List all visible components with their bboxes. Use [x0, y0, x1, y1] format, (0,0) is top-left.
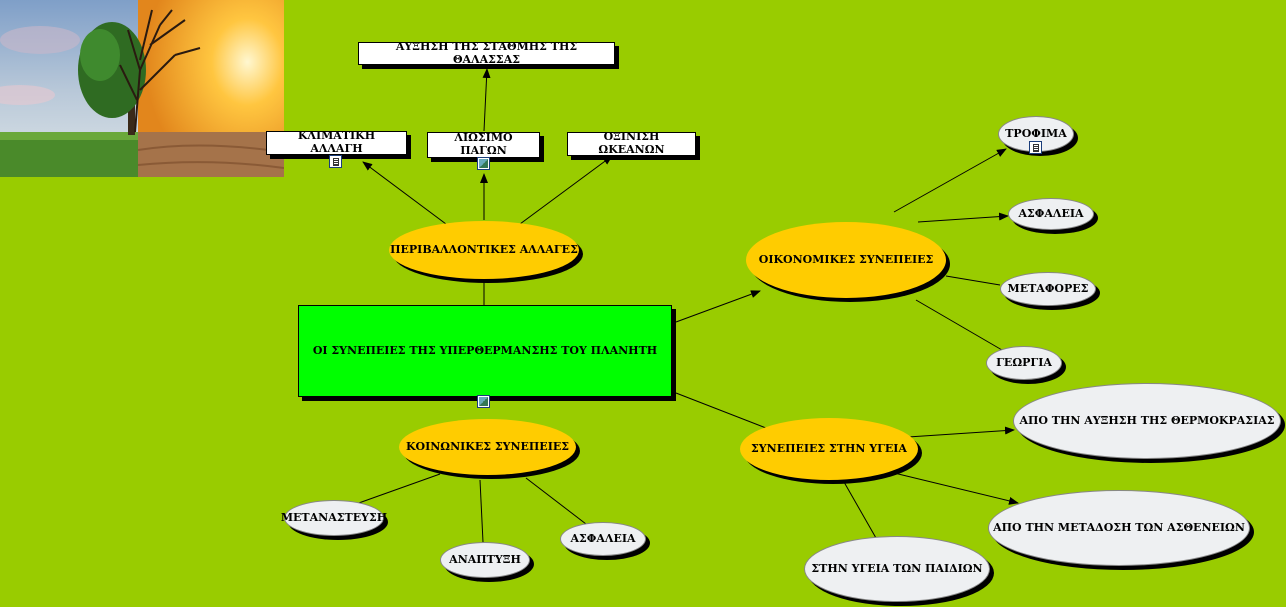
environmental-changes-node[interactable]: ΠΕΡΙΒΑΛΛΟΝΤΙΚΕΣ ΑΛΛΑΓΕΣ — [389, 221, 579, 279]
climate-change-node[interactable]: ΚΛΙΜΑΤΙΚΗ ΑΛΛΑΓΗ — [266, 129, 407, 155]
economic-consequences-label: ΟΙΚΟΝΟΜΙΚΕΣ ΣΥΝΕΠΕΙΕΣ — [758, 252, 934, 266]
sea-level-rise-node[interactable]: ΑΥΞΗΣΗ ΤΗΣ ΣΤΑΘΜΗΣ ΤΗΣ ΘΑΛΑΣΣΑΣ — [358, 39, 615, 66]
transport-label: ΜΕΤΑΦΟΡΕΣ — [1007, 281, 1089, 295]
social-consequences-label: ΚΟΙΝΩΝΙΚΕΣ ΣΥΝΕΠΕΙΕΣ — [405, 439, 570, 453]
health-consequences-label: ΣΥΝΕΠΕΙΕΣ ΣΤΗΝ ΥΓΕΙΑ — [751, 441, 907, 455]
development-label: ΑΝΑΠΤΥΞΗ — [449, 552, 521, 566]
main-topic-node[interactable]: ΟΙ ΣΥΝΕΠΕΙΕΣ ΤΗΣ ΥΠΕΡΘΕΡΜΑΝΣΗΣ ΤΟΥ ΠΛΑΝΗ… — [298, 305, 672, 397]
agriculture-label: ΓΕΩΡΓΙΑ — [996, 355, 1052, 369]
migration-node[interactable]: ΜΕΤΑΝΑΣΤΕΥΣΗ — [280, 500, 388, 536]
economic-consequences-node[interactable]: ΟΙΚΟΝΟΜΙΚΕΣ ΣΥΝΕΠΕΙΕΣ — [746, 222, 946, 298]
image-attachment-icon[interactable] — [477, 157, 490, 170]
disease-node[interactable]: ΑΠΟ ΤΗΝ ΜΕΤΑΔΟΣΗ ΤΩΝ ΑΣΘΕΝΕΙΩΝ — [988, 490, 1250, 566]
sea-level-rise-label: ΑΥΞΗΣΗ ΤΗΣ ΣΤΑΘΜΗΣ ΤΗΣ ΘΑΛΑΣΣΑΣ — [395, 39, 578, 66]
climate-photo — [0, 0, 284, 177]
agriculture-node[interactable]: ΓΕΩΡΓΙΑ — [986, 346, 1062, 380]
children-label: ΣΤΗΝ ΥΓΕΙΑ ΤΩΝ ΠΑΙΔΙΩΝ — [811, 561, 983, 575]
image-attachment-icon[interactable] — [477, 395, 490, 408]
insurance-node[interactable]: ΑΣΦΑΛΕΙΑ — [1008, 198, 1094, 230]
transport-node[interactable]: ΜΕΤΑΦΟΡΕΣ — [1000, 272, 1096, 306]
main-topic-label: ΟΙ ΣΥΝΕΠΕΙΕΣ ΤΗΣ ΥΠΕΡΘΕΡΜΑΝΣΗΣ ΤΟΥ ΠΛΑΝΗ… — [312, 343, 658, 357]
disease-label: ΑΠΟ ΤΗΝ ΜΕΤΑΔΟΣΗ ΤΩΝ ΑΣΘΕΝΕΙΩΝ — [993, 520, 1245, 534]
ice-melting-node[interactable]: ΛΙΩΣΙΜΟ ΠΑΓΩΝ — [427, 131, 540, 158]
social-consequences-node[interactable]: ΚΟΙΝΩΝΙΚΕΣ ΣΥΝΕΠΕΙΕΣ — [399, 419, 576, 475]
document-attachment-icon[interactable] — [1029, 141, 1042, 154]
security-node[interactable]: ΑΣΦΑΛΕΙΑ — [560, 522, 646, 556]
insurance-label: ΑΣΦΑΛΕΙΑ — [1018, 206, 1084, 220]
health-consequences-node[interactable]: ΣΥΝΕΠΕΙΕΣ ΣΤΗΝ ΥΓΕΙΑ — [740, 418, 918, 480]
migration-label: ΜΕΤΑΝΑΣΤΕΥΣΗ — [280, 510, 388, 524]
food-label: ΤΡΟΦΙΜΑ — [1005, 126, 1067, 140]
environmental-changes-label: ΠΕΡΙΒΑΛΛΟΝΤΙΚΕΣ ΑΛΛΑΓΕΣ — [390, 242, 578, 256]
document-attachment-icon[interactable] — [329, 155, 342, 168]
ocean-acidification-label: ΟΞΙΝΙΣΗ ΩΚΕΑΝΩΝ — [598, 130, 665, 156]
ice-melting-label: ΛΙΩΣΙΜΟ ΠΑΓΩΝ — [454, 131, 513, 157]
development-node[interactable]: ΑΝΑΠΤΥΞΗ — [440, 542, 530, 578]
ocean-acidification-node[interactable]: ΟΞΙΝΙΣΗ ΩΚΕΑΝΩΝ — [567, 130, 696, 156]
security-label: ΑΣΦΑΛΕΙΑ — [570, 531, 636, 545]
temperature-node[interactable]: ΑΠΟ ΤΗΝ ΑΥΞΗΣΗ ΤΗΣ ΘΕΡΜΟΚΡΑΣΙΑΣ — [1013, 383, 1281, 459]
temperature-label: ΑΠΟ ΤΗΝ ΑΥΞΗΣΗ ΤΗΣ ΘΕΡΜΟΚΡΑΣΙΑΣ — [1019, 413, 1275, 427]
climate-change-label: ΚΛΙΜΑΤΙΚΗ ΑΛΛΑΓΗ — [297, 129, 376, 155]
children-node[interactable]: ΣΤΗΝ ΥΓΕΙΑ ΤΩΝ ΠΑΙΔΙΩΝ — [804, 536, 990, 602]
